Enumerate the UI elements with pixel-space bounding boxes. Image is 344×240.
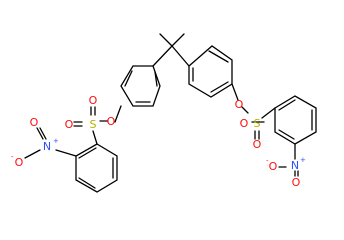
right-nitro-negative-charge: - <box>266 157 269 165</box>
left-nitro-oxygen-single-label: O <box>15 156 24 169</box>
bond-left-ring-to-nitro <box>55 149 77 157</box>
right-nitro-nitrogen-label: N <box>291 159 299 172</box>
left-nitro-group <box>24 127 47 159</box>
left-sulfonyl-oxygen-top-label: O <box>89 94 98 107</box>
left-nitro-negative-charge: - <box>11 153 14 161</box>
left-nitrophenyl-ring <box>75 143 118 193</box>
right-nitro-oxygen-double-label: O <box>292 176 301 189</box>
left-sulfonyl-oxygen-side-label: O <box>65 118 74 131</box>
right-phenylene-ring <box>188 45 233 98</box>
right-sulfonyl-oxygen-bottom-label: O <box>253 138 262 151</box>
right-nitro-group <box>278 166 299 177</box>
right-nitro-oxygen-single-label: O <box>269 160 278 173</box>
bond-left-ring-to-oxygen <box>114 105 122 123</box>
right-nitro-positive-charge: + <box>300 156 306 164</box>
left-sulfonate-group <box>73 106 109 145</box>
chemical-structure: O S O O N + O O - O S O O <box>11 33 317 193</box>
right-ester-oxygen-label: O <box>235 98 244 111</box>
right-sulfonate-group <box>241 106 276 140</box>
left-nitro-oxygen-double-label: O <box>30 116 39 129</box>
left-nitro-nitrogen-label: N <box>43 140 51 153</box>
left-sulfur-label: S <box>90 118 97 131</box>
right-sulfur-label: S <box>254 117 261 130</box>
left-nitro-positive-charge: + <box>53 137 59 145</box>
left-ester-oxygen-label: O <box>107 115 116 128</box>
right-sulfonyl-oxygen-side-label: O <box>240 117 249 130</box>
bond-right-ring-to-oxygen <box>231 83 239 101</box>
isopropylidene-bridge <box>152 33 190 67</box>
right-nitrophenyl-ring <box>274 95 317 145</box>
left-phenylene-ring <box>120 65 161 107</box>
